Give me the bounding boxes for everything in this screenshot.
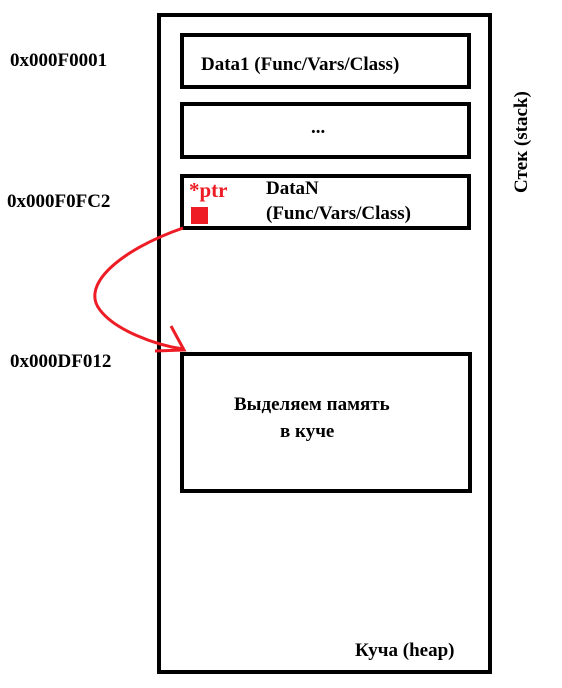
heap-alloc-label-line1: Выделяем память — [234, 394, 390, 415]
heap-alloc-label-line2: в куче — [280, 421, 335, 442]
stack-block-data1 — [180, 33, 471, 89]
stack-block-datan-label: DataN — [266, 178, 319, 199]
pointer-arrow-curve — [93, 226, 184, 351]
stack-block-datan-sublabel: (Func/Vars/Class) — [266, 203, 411, 224]
pointer-label: *ptr — [189, 178, 228, 202]
heap-allocated-block — [180, 352, 472, 493]
pointer-marker — [191, 207, 208, 224]
stack-block-ellipsis-label: ... — [311, 117, 326, 138]
address-label-heap-block: 0x000DF012 — [10, 351, 112, 372]
stack-block-ellipsis — [180, 102, 471, 159]
address-label-data1: 0x000F0001 — [10, 50, 108, 71]
stack-block-datan — [180, 174, 471, 230]
heap-label: Куча (heap) — [355, 640, 455, 661]
pointer-arrow-head — [154, 325, 187, 353]
stack-block-data1-label: Data1 (Func/Vars/Class) — [201, 54, 400, 75]
address-label-datan: 0x000F0FC2 — [7, 191, 111, 212]
